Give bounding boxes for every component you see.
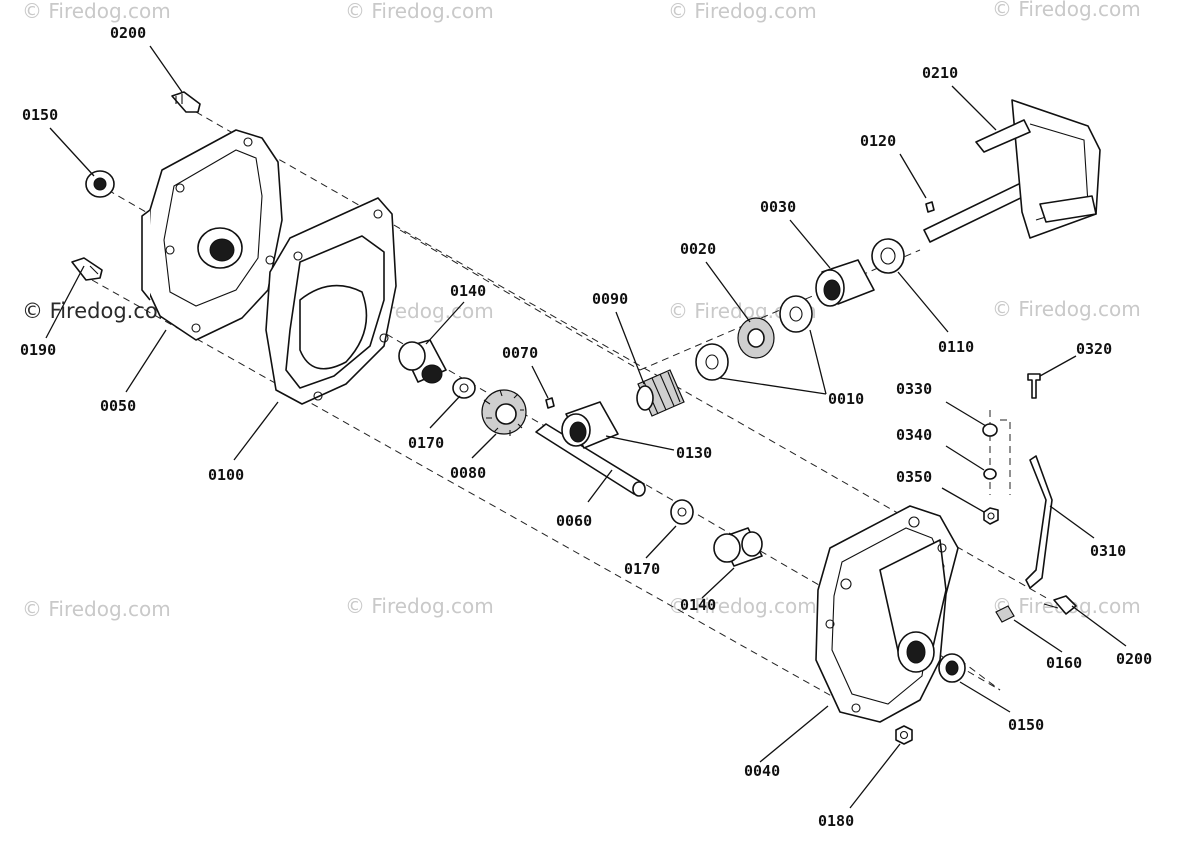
part-label: 0340: [896, 426, 932, 444]
gear: [481, 389, 527, 436]
watermark-text: © Firedog.com: [668, 594, 817, 618]
part-label: 0150: [22, 106, 58, 124]
watermark-text: © Firedog.com: [345, 0, 494, 23]
leader-lines: [45, 45, 1127, 809]
key: [545, 397, 555, 409]
watermark-text: © Firedog.com: [992, 0, 1141, 21]
bracket: [1025, 455, 1053, 589]
part-label: 0170: [408, 434, 444, 452]
bolt: [171, 91, 201, 113]
part-label: 0330: [896, 380, 932, 398]
thrust-washer: [695, 343, 729, 381]
watermark-text: © Firedog.com: [992, 297, 1141, 321]
part-label: 0130: [676, 444, 712, 462]
part-label: 0100: [208, 466, 244, 484]
washer: [452, 377, 476, 399]
bushing: [713, 527, 763, 567]
part-label: 0320: [1076, 340, 1112, 358]
watermark-text: © Firedog.com: [22, 597, 171, 621]
part-label: 0170: [624, 560, 660, 578]
part-label: 0350: [896, 468, 932, 486]
part-label: 0210: [922, 64, 958, 82]
thrust-washer: [779, 295, 813, 333]
watermark-text: © Firedog.com: [668, 0, 817, 23]
part-labels: 0200 0150 0190 0050 0100 0140 0170 0070 …: [20, 24, 1152, 830]
part-label: 0010: [828, 390, 864, 408]
right-housing: [815, 505, 959, 723]
part-label: 0160: [1046, 654, 1082, 672]
part-label: 0180: [818, 812, 854, 830]
part-label: 0190: [20, 341, 56, 359]
watermark-text: © Firedog.com: [22, 0, 171, 23]
bushing: [815, 259, 875, 307]
washer: [871, 238, 905, 274]
bolt: [71, 257, 103, 281]
part-label: 0120: [860, 132, 896, 150]
shaft: [535, 423, 646, 497]
lock-washer: [983, 468, 997, 480]
nut: [983, 507, 999, 525]
part-label: 0060: [556, 512, 592, 530]
part-label: 0310: [1090, 542, 1126, 560]
watermark-text-dark: © Firedog.com: [22, 299, 178, 323]
bushing: [398, 339, 447, 384]
gasket: [265, 197, 397, 405]
nut: [895, 725, 913, 745]
part-label: 0110: [938, 338, 974, 356]
part-label: 0020: [680, 240, 716, 258]
part-label: 0030: [760, 198, 796, 216]
impeller-assembly: [923, 99, 1101, 243]
part-label: 0050: [100, 397, 136, 415]
key: [925, 201, 935, 213]
part-label: 0200: [110, 24, 146, 42]
part-label: 0040: [744, 762, 780, 780]
seal: [85, 170, 115, 198]
part-label: 0080: [450, 464, 486, 482]
worm: [636, 369, 685, 417]
left-housing: [141, 129, 283, 341]
part-label: 0150: [1008, 716, 1044, 734]
seal: [938, 653, 966, 683]
bolt: [1027, 373, 1041, 399]
part-label: 0070: [502, 344, 538, 362]
set-screw: [995, 605, 1015, 623]
bolt: [1043, 595, 1077, 615]
thrust-bearing: [737, 317, 775, 359]
part-label: 0140: [680, 596, 716, 614]
washer: [670, 499, 694, 525]
watermark-text: © Firedog.com: [345, 594, 494, 618]
washer: [982, 423, 998, 437]
part-label: 0200: [1116, 650, 1152, 668]
part-label: 0090: [592, 290, 628, 308]
part-label: 0140: [450, 282, 486, 300]
bushing: [561, 401, 619, 449]
